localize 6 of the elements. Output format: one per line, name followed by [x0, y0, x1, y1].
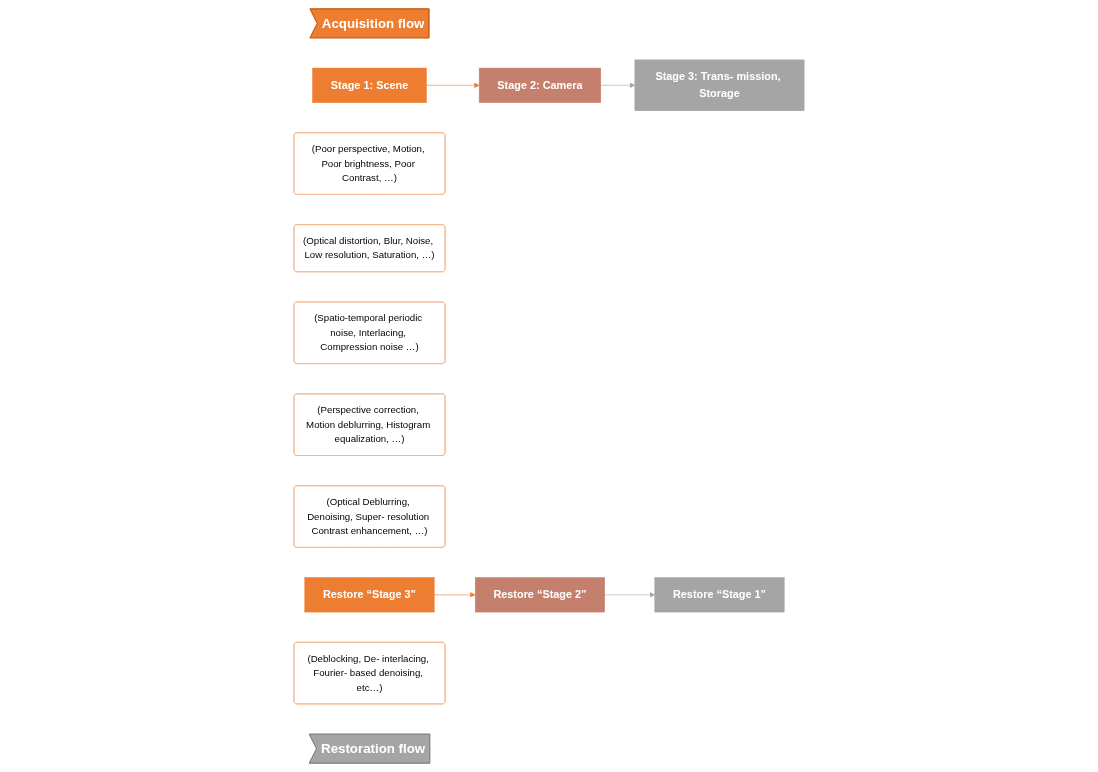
node-box: Restore “Stage 3”: [304, 577, 435, 613]
node-box: Stage 1: Scene: [312, 67, 427, 103]
node-box: Stage 2: Camera: [478, 67, 601, 103]
node-box: Stage 3: Trans- mission, Storage: [634, 59, 805, 111]
node-box: Restore “Stage 1”: [654, 577, 785, 613]
node-box: Restore “Stage 2”: [474, 577, 605, 613]
